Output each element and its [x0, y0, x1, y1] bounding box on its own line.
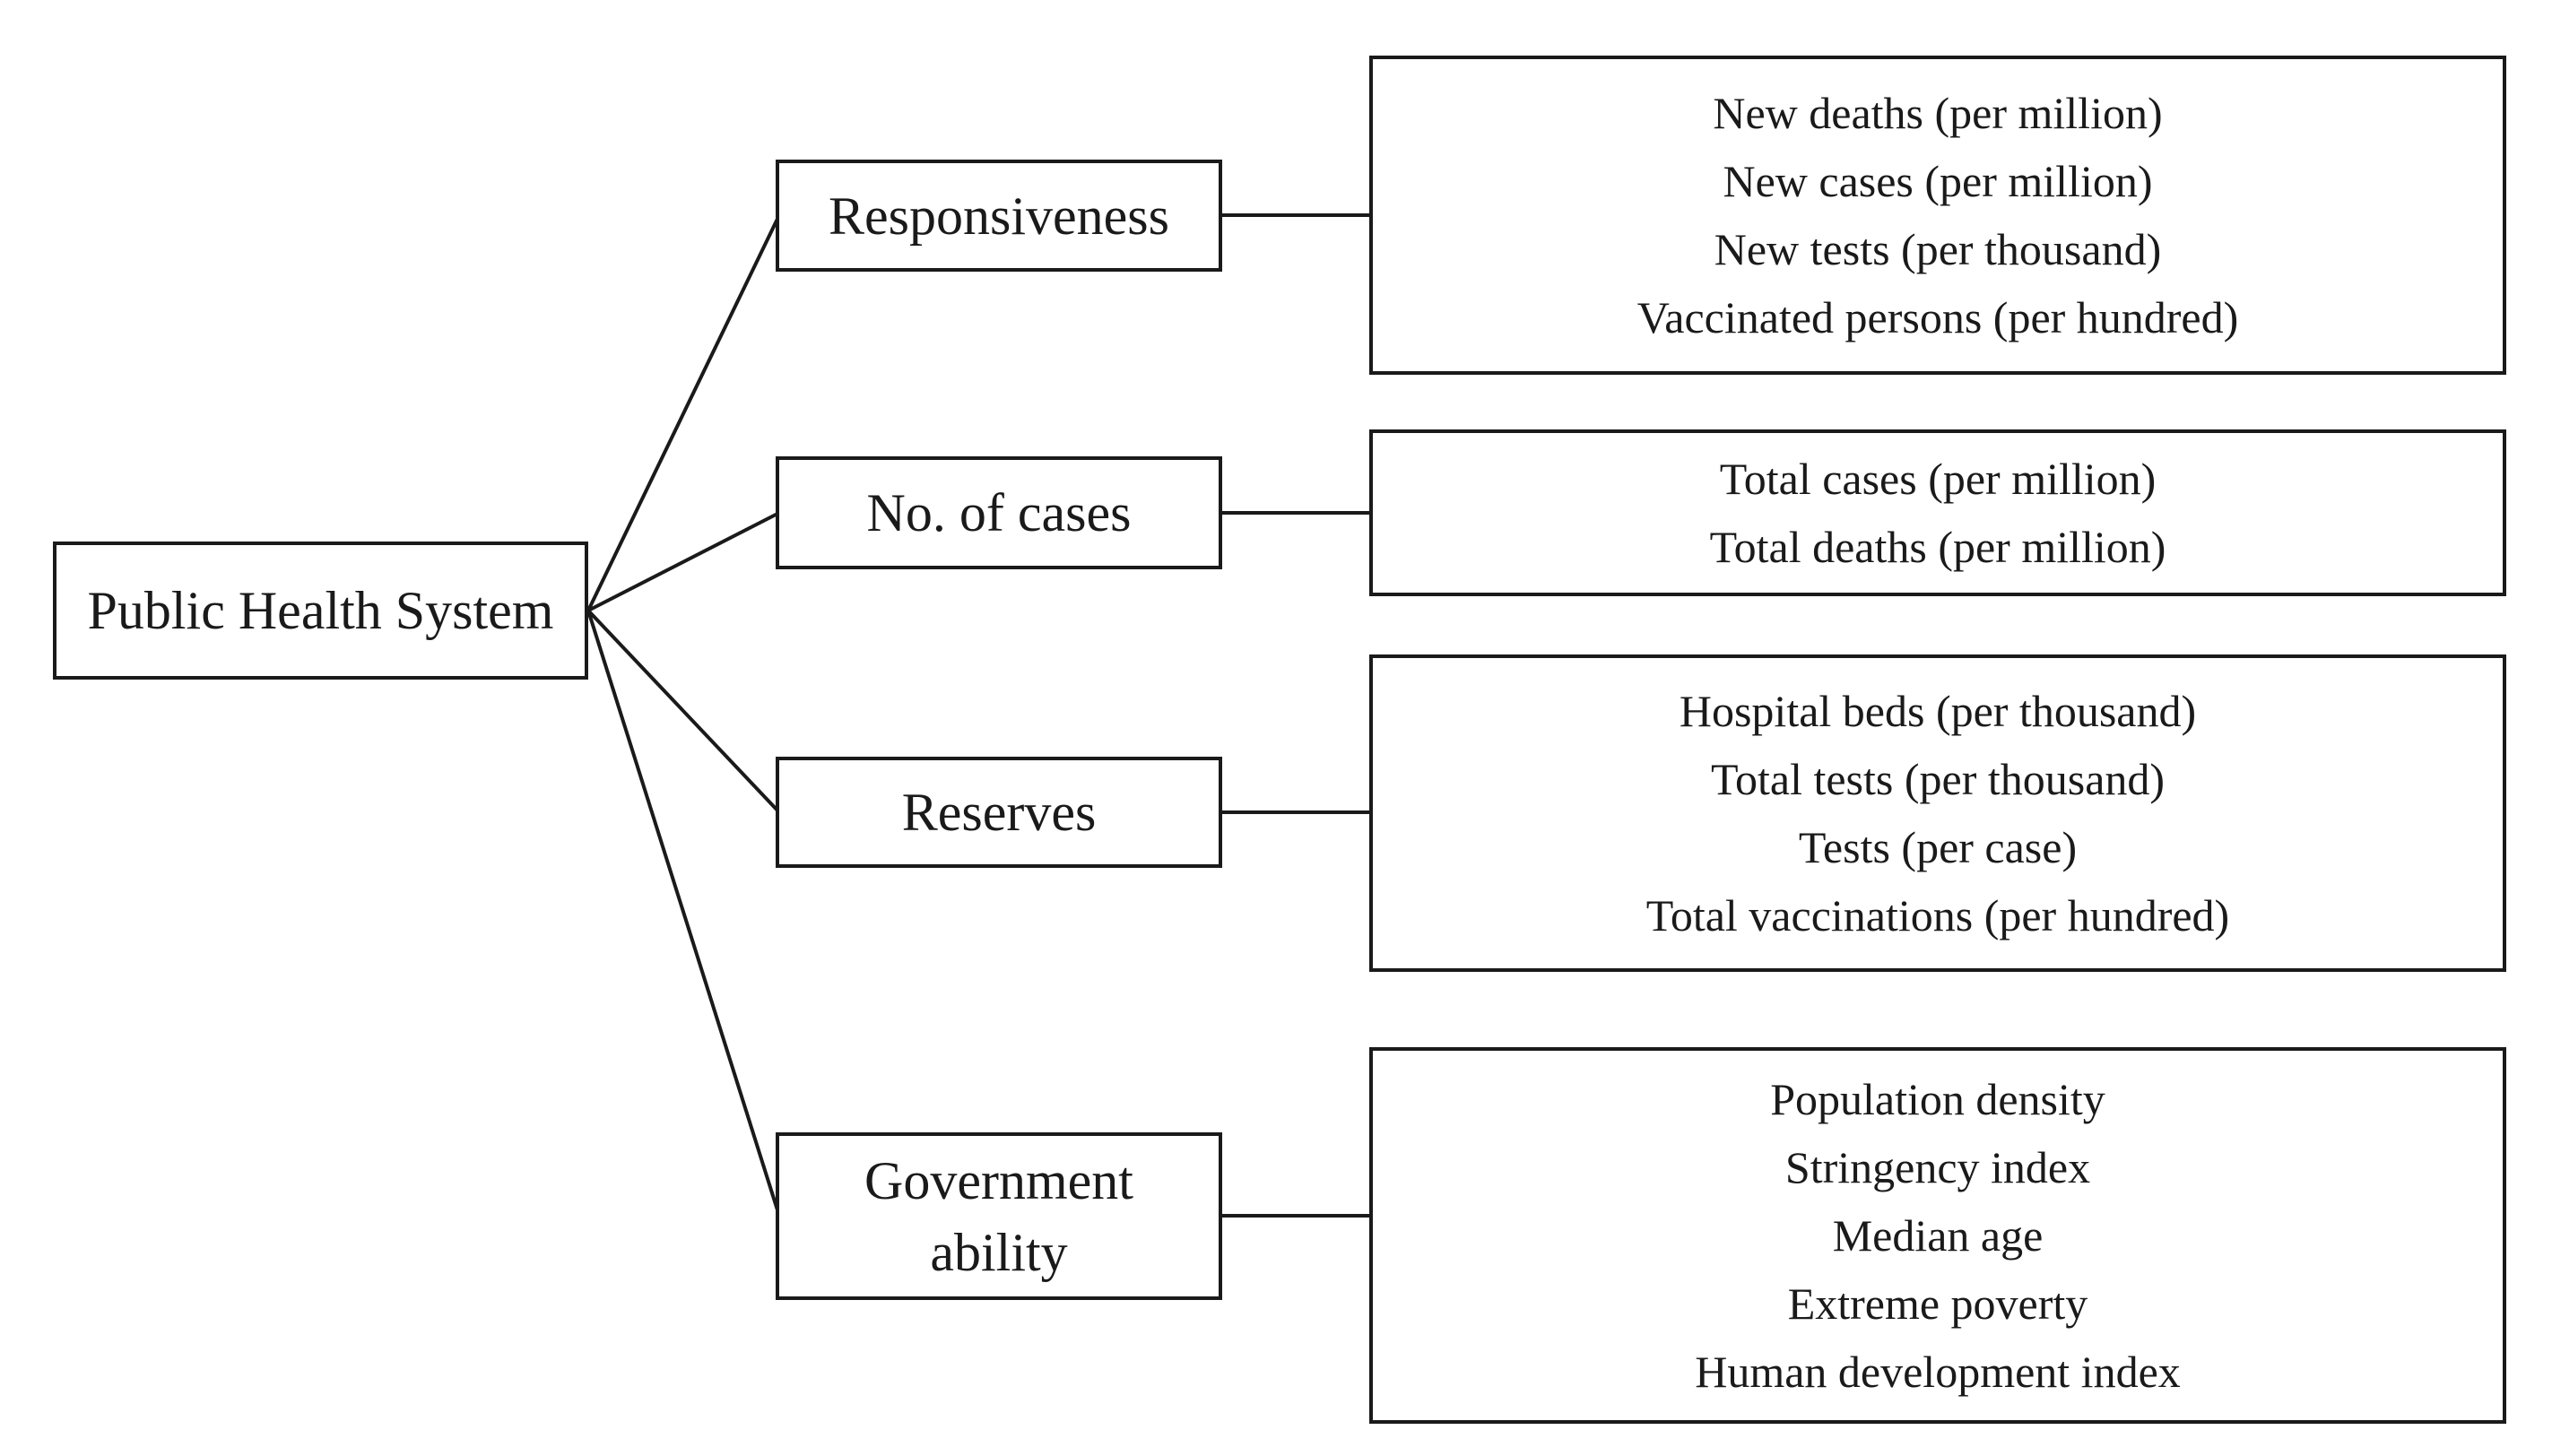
connector-line: [586, 609, 781, 814]
branch-node-label: No. of cases: [866, 483, 1132, 542]
branch-node-government-ability: Government ability: [776, 1132, 1222, 1300]
indicator-item: New cases (per million): [1723, 156, 2153, 206]
indicator-item: Tests (per case): [1798, 822, 2078, 872]
indicator-list-no-of-cases: Total cases (per million) Total deaths (…: [1369, 429, 2506, 596]
indicator-list-reserves: Hospital beds (per thousand) Total tests…: [1369, 654, 2506, 972]
branch-node-label: Reserves: [901, 783, 1097, 842]
branch-node-label: Government ability: [864, 1150, 1133, 1282]
connector-line: [587, 511, 780, 612]
indicator-item: Extreme poverty: [1787, 1278, 2088, 1329]
indicator-item: Total tests (per thousand): [1710, 754, 2166, 804]
branch-node-no-of-cases: No. of cases: [776, 456, 1222, 569]
connector-line: [586, 214, 781, 611]
indicator-item: Population density: [1770, 1074, 2105, 1124]
root-node-label: Public Health System: [87, 581, 554, 640]
indicator-item: Hospital beds (per thousand): [1679, 686, 2197, 736]
indicator-item: Stringency index: [1784, 1142, 2091, 1192]
root-node-public-health-system: Public Health System: [53, 542, 588, 680]
indicator-item: Human development index: [1695, 1347, 2181, 1397]
indicator-list-government-ability: Population density Stringency index Medi…: [1369, 1047, 2506, 1424]
indicator-item: Vaccinated persons (per hundred): [1636, 292, 2239, 342]
indicator-item: Median age: [1832, 1210, 2044, 1261]
indicator-list-responsiveness: New deaths (per million) New cases (per …: [1369, 56, 2506, 375]
branch-node-label: Responsiveness: [829, 186, 1169, 246]
indicator-item: Total deaths (per million): [1709, 522, 2166, 572]
indicator-item: Total vaccinations (per hundred): [1645, 890, 2230, 940]
branch-node-responsiveness: Responsiveness: [776, 160, 1222, 272]
indicator-item: New deaths (per million): [1713, 88, 2163, 138]
connector-line: [586, 610, 781, 1217]
indicator-item: New tests (per thousand): [1714, 224, 2162, 274]
branch-node-reserves: Reserves: [776, 757, 1222, 868]
indicator-item: Total cases (per million): [1719, 454, 2157, 504]
